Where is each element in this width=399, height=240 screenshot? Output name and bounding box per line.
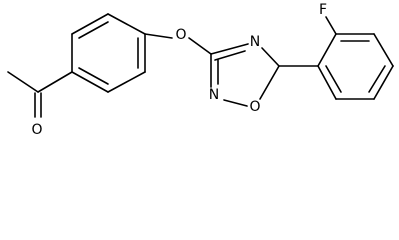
ether-oxygen-label: O [175,27,186,43]
ring-nitrogen-bottom-label: N [209,87,219,103]
ring-right-bond-6 [317,65,337,100]
ring-left-bond-6 [71,71,109,93]
bond-methyl-carbonyl [7,71,39,93]
ether-linkage: O [144,27,212,55]
acetyl-group: O [7,71,73,138]
ring-oxygen-label: O [249,99,260,115]
bond-ring-ether-oxygen [144,33,173,39]
ring-left-bond-5 [107,71,146,93]
ring-left-inner-3 [78,67,109,85]
fluorophenyl-ring: F [278,2,394,100]
ring-left-bond-3 [107,13,146,35]
bond-ether-oxygen-oxadiazole [188,37,212,55]
ring-right-inner-2 [368,65,386,93]
oxadiazole-bond-c3-n4-inner [214,50,246,61]
benzene-ring-left [71,13,146,93]
oxadiazole-bond-c3-n4 [210,43,249,55]
structure-diagram: O O N N O [7,2,394,138]
ring-right-bond-1 [317,33,337,67]
molecule-svg: O O N N O [7,2,394,138]
ring-nitrogen-top-label: N [250,34,260,50]
ring-left-bond-2 [71,13,109,35]
ring-right-inner-3 [325,65,342,93]
fluorine-label: F [319,2,327,18]
ring-right-bond-3 [373,33,394,67]
ring-right-bond-4 [373,65,394,100]
bond-ring-fluorine [325,16,337,35]
oxadiazole-ring: N N O [209,34,280,115]
carbonyl-oxygen-label: O [31,122,42,138]
oxadiazole-bond-c5-o1 [259,65,280,100]
bond-carbonyl-ring [37,71,73,93]
oxadiazole-bond-o1-n2 [223,99,248,107]
ring-left-inner-1 [78,21,109,39]
oxadiazole-bond-n4-c5 [261,47,280,67]
